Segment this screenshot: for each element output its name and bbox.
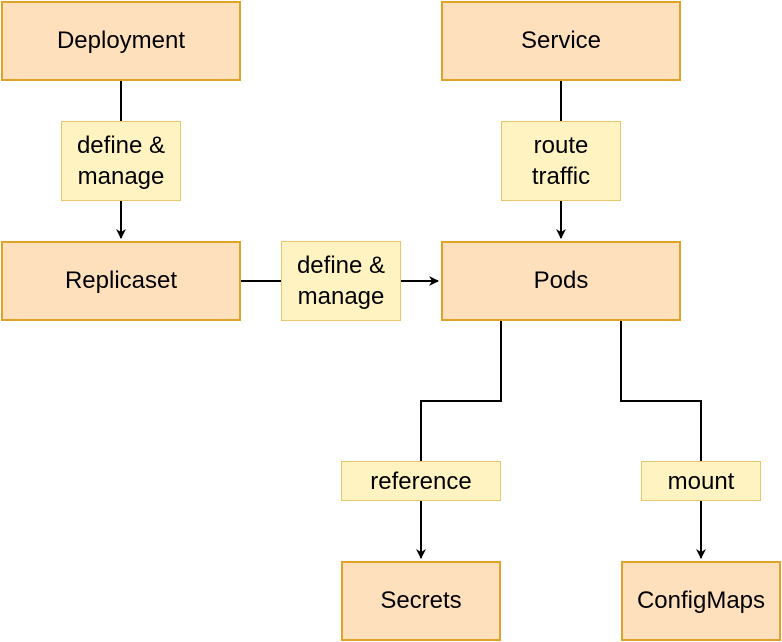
edge-label-deployment-to-replicaset: define & manage: [61, 121, 181, 201]
deployment-node: Deployment: [1, 1, 241, 81]
edge-label-pods-to-configmaps: mount: [641, 461, 761, 501]
edge-label-service-to-pods: route traffic: [501, 121, 621, 201]
edge-label-replicaset-to-pods: define & manage: [281, 241, 401, 321]
edge-label-pods-to-secrets: reference: [341, 461, 501, 501]
configmaps-node: ConfigMaps: [621, 561, 781, 641]
service-node: Service: [441, 1, 681, 81]
replicaset-node: Replicaset: [1, 241, 241, 321]
edge-pods-to-configmaps: [620, 320, 706, 559]
pods-node: Pods: [441, 241, 681, 321]
secrets-node: Secrets: [341, 561, 501, 641]
edge-pods-to-secrets: [416, 320, 502, 559]
